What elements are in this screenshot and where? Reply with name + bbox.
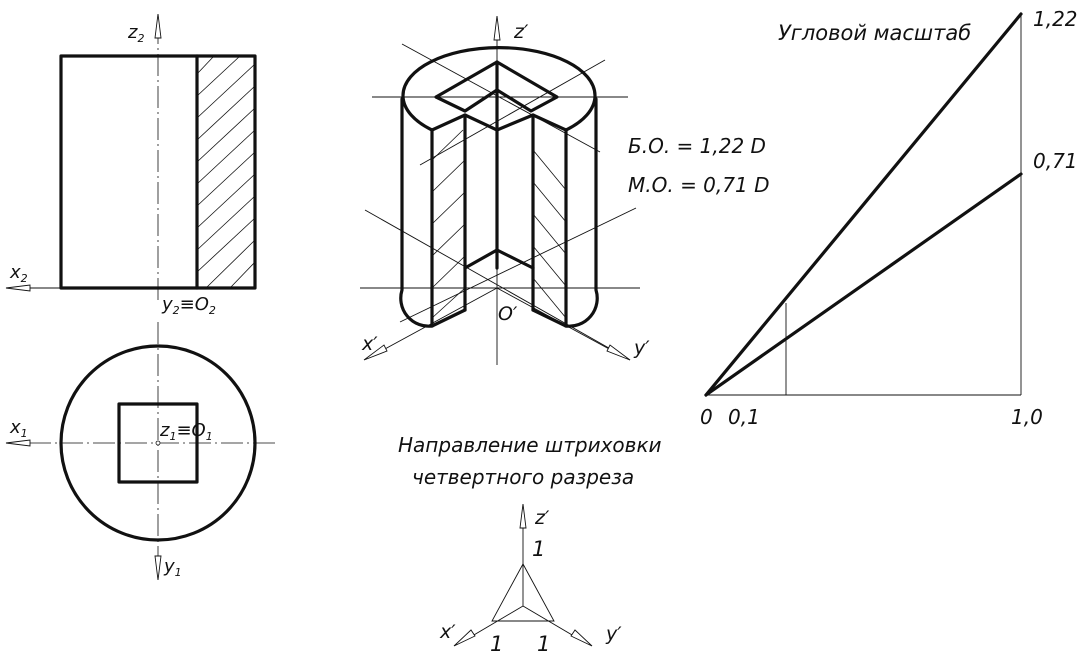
formula-big-ellipse: Б.О. = 1,22 D: [628, 134, 766, 158]
hatch-direction-title-line1: Направление штриховки: [398, 433, 662, 457]
angular-scale-title: Угловой масштаб: [778, 21, 971, 45]
angular-scale-label-one: 1,0: [1011, 405, 1043, 429]
hatch-direction-z-arrow: [519, 503, 527, 529]
axonometric-origin-label: O′: [498, 303, 518, 325]
angular-scale-label-zero: 0: [700, 405, 713, 429]
front-view-x-label: x2: [9, 262, 28, 285]
axonometric-x-arrow: [363, 344, 388, 361]
hatch-direction-unit-y: 1: [537, 632, 550, 656]
hatch-direction-x-arrow: [453, 629, 476, 647]
top-view-y-label: y1: [163, 556, 182, 579]
front-view-z-arrow: [154, 13, 162, 39]
axonometric-y-label: y′: [633, 337, 650, 359]
hatch-direction-triangle: [491, 563, 555, 622]
front-view-x-arrow: [5, 284, 31, 292]
front-view-origin-label: y2≡O2: [161, 294, 216, 317]
axonometric-construction-line: [399, 207, 637, 323]
front-view-hatching: [196, 55, 256, 289]
angular-scale-label-0-71: 0,71: [1033, 149, 1078, 173]
axonometric-z-label: z′: [513, 21, 529, 43]
angular-scale-line-0-71: [704, 172, 1023, 397]
angular-scale: Угловой масштаб 1,22 0,71 0 0,1 1,0: [700, 7, 1078, 429]
hatch-direction-x-label: x′: [439, 621, 456, 643]
axonometric-hatching: [431, 129, 567, 319]
hatch-direction-unit-x: 1: [490, 632, 503, 656]
top-view: x1 y1 z1≡O1: [5, 322, 275, 581]
top-view-origin-label: z1≡O1: [159, 420, 213, 443]
top-view-x-label: x1: [9, 417, 28, 440]
hatch-direction-y-arrow: [570, 629, 593, 647]
hatch-direction: Направление штриховки четвертного разрез…: [398, 433, 662, 656]
hatch-direction-title-line2: четвертного разреза: [412, 465, 634, 489]
axonometric-x-axis: [371, 287, 498, 357]
top-view-y-arrow: [154, 555, 162, 581]
front-view: z2 x2 y2≡O2: [5, 13, 257, 317]
axonometric-body: [399, 46, 599, 328]
front-view-z-label: z2: [127, 22, 144, 45]
axonometric-view: z′ x′ y′ O′ Б.О. = 1,22 D М.О. = 0,71 D: [360, 15, 769, 365]
axonometric-z-arrow: [493, 15, 501, 41]
angular-scale-label-tenth: 0,1: [728, 405, 760, 429]
axonometric-construction-line: [364, 209, 631, 361]
hatch-direction-y-label: y′: [605, 623, 622, 645]
top-view-origin-dot: [155, 440, 161, 446]
angular-scale-line-1-22: [704, 12, 1023, 397]
axonometric-x-label: x′: [361, 333, 378, 355]
hatch-direction-unit-z: 1: [532, 537, 545, 561]
formula-small-ellipse: М.О. = 0,71 D: [628, 173, 769, 197]
axonometric-construction-line: [419, 59, 606, 166]
hatch-direction-z-label: z′: [534, 507, 550, 529]
axonometric-y-arrow: [606, 344, 631, 361]
angular-scale-label-1-22: 1,22: [1033, 7, 1078, 31]
top-view-x-arrow: [5, 439, 31, 447]
